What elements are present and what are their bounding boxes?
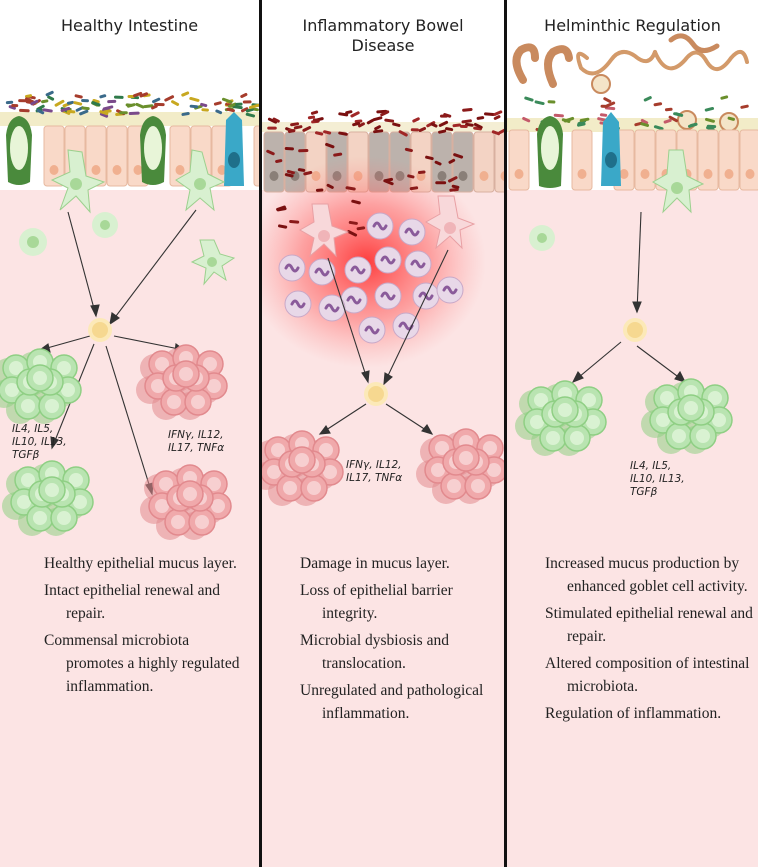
th1-cell-cluster (262, 430, 344, 506)
cytokine-line: IFNγ, IL12, (168, 429, 224, 441)
cytokine-line: TGFβ (12, 449, 40, 461)
cytokine-line: IL17, TNFα (168, 442, 225, 454)
naive-t-cell (88, 318, 112, 342)
dendritic-cell (175, 149, 226, 212)
panel-notes: Healthy epithelial mucus layer. Intact e… (44, 552, 250, 702)
dendritic-cell (424, 195, 476, 250)
epithelial-layer (508, 129, 758, 191)
note-item: Altered composition of intestinal microb… (545, 655, 750, 695)
cytokine-label-th2: IL4, IL5, IL10, IL13, TGFβ (630, 460, 685, 499)
goblet-cell (140, 116, 166, 185)
cytokine-label-th1: IFNγ, IL12, IL17, TNFα (346, 459, 402, 485)
cytokine-label-th2: IL4, IL5, IL10, IL13, TGFβ (12, 423, 67, 462)
ibd-illustration (262, 107, 504, 867)
th2-cell-cluster (641, 378, 733, 454)
note-item: Increased mucus production by enhanced g… (545, 555, 748, 595)
tuft-cell (601, 112, 621, 186)
th1-cell-cluster (416, 428, 504, 504)
th2-cell-cluster (2, 460, 94, 536)
dendritic-cell (651, 149, 705, 214)
note-item: Commensal microbiota promotes a highly r… (44, 632, 240, 695)
goblet-cell (537, 116, 563, 188)
panel-inflammatory-bowel-disease: Inflammatory Bowel Disease IFNγ, IL12, I… (262, 0, 504, 867)
note-item: Regulation of inflammation. (545, 705, 722, 722)
panel-title: Healthy Intestine (60, 16, 199, 35)
naive-t-cell (364, 382, 388, 406)
dysbiotic-bacteria (266, 107, 504, 237)
th2-cell-cluster (515, 380, 607, 456)
panel-healthy-intestine: Healthy Intestine IL4, IL5, IL10, IL13, … (0, 0, 259, 867)
note-item: Loss of epithelial barrier integrity. (300, 582, 453, 622)
note-item: Damage in mucus layer. (300, 555, 450, 572)
cytokine-line: IL17, TNFα (346, 472, 403, 484)
panel-notes: Increased mucus production by enhanced g… (545, 552, 755, 729)
th1-cell-cluster (136, 344, 228, 420)
panel-divider (504, 0, 507, 867)
panel-helminthic-regulation: Helminthic Regulation IL4, IL5, IL10, IL… (507, 0, 758, 867)
helminthic-regulation-illustration (507, 33, 758, 867)
panel-notes: Damage in mucus layer. Loss of epithelia… (300, 552, 500, 729)
immune-cell (19, 228, 47, 256)
dendritic-cell (190, 239, 236, 286)
cytokine-label-th1: IFNγ, IL12, IL17, TNFα (168, 429, 224, 455)
note-item: Microbial dysbiosis and translocation. (300, 632, 449, 672)
cytokine-line: IL4, IL5, (630, 460, 672, 472)
cytokine-line: IL10, IL13, (630, 473, 685, 485)
commensal-microbiota (5, 90, 259, 118)
neutrophil-infiltrate (278, 212, 464, 344)
note-item: Intact epithelial renewal and repair. (44, 582, 221, 622)
healthy-intestine-illustration (0, 90, 259, 867)
altered-microbiota (522, 95, 749, 133)
naive-t-cell (623, 318, 647, 342)
cytokine-line: IL10, IL13, (12, 436, 67, 448)
goblet-cell (6, 116, 32, 185)
cytokine-line: IL4, IL5, (12, 423, 54, 435)
panel-title: Helminthic Regulation (544, 16, 721, 35)
tuft-cell (224, 112, 244, 186)
cytokine-line: TGFβ (630, 486, 658, 498)
note-item: Healthy epithelial mucus layer. (44, 555, 237, 572)
immune-cell (529, 225, 555, 251)
dendritic-cell (298, 203, 350, 258)
immune-cell (92, 212, 118, 238)
note-item: Stimulated epithelial renewal and repair… (545, 605, 753, 645)
panel-title: Inflammatory Bowel Disease (302, 16, 464, 55)
panel-divider (259, 0, 262, 867)
dendritic-cell (50, 149, 106, 214)
th2-cell-cluster (0, 348, 82, 424)
th1-cell-cluster (140, 464, 232, 540)
note-item: Unregulated and pathological inflammatio… (300, 682, 484, 722)
cytokine-line: IFNγ, IL12, (346, 459, 402, 471)
helminth-worms (512, 33, 749, 132)
